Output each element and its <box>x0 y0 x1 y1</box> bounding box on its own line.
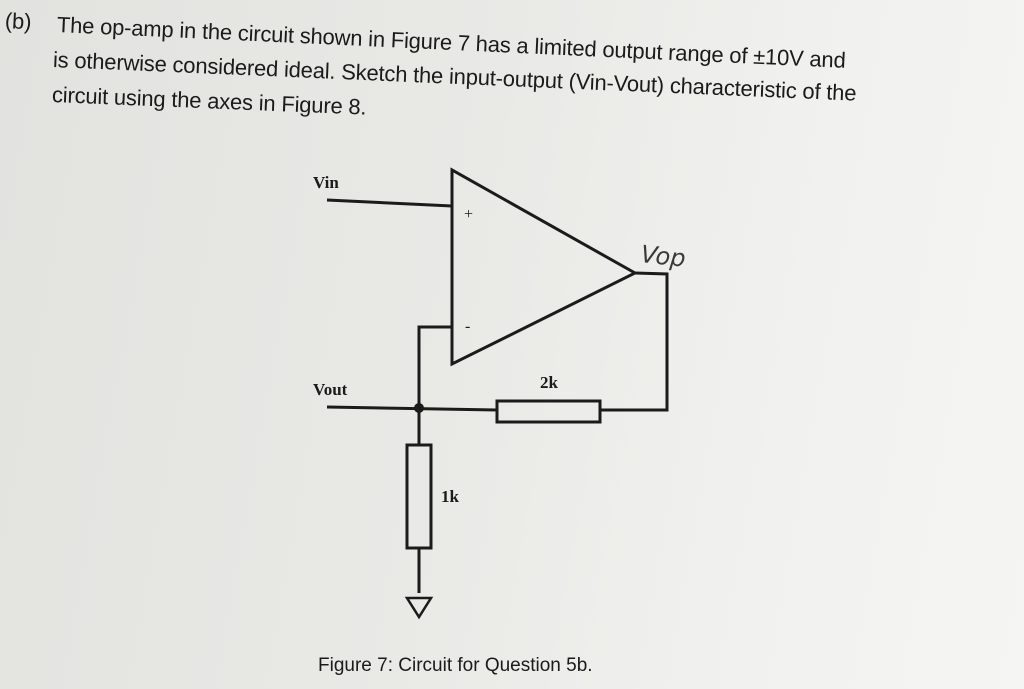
resistor-1k-label: 1k <box>441 487 460 506</box>
ground-icon <box>404 596 434 620</box>
op-amp-triangle <box>450 167 639 367</box>
resistor-2k-label: 2k <box>540 373 559 392</box>
handwritten-vop-label: Vop <box>639 240 687 273</box>
vin-label: Vin <box>313 173 339 192</box>
vin-wire <box>326 198 453 208</box>
inverting-input-wire <box>417 325 452 445</box>
figure-caption: Figure 7: Circuit for Question 5b. <box>318 655 593 676</box>
minus-label: - <box>465 318 470 335</box>
vout-label: Vout <box>313 380 348 399</box>
output-feedback-wire <box>600 271 669 412</box>
vout-wire <box>326 405 498 412</box>
resistor-2k <box>495 399 602 424</box>
junction-node <box>414 403 424 413</box>
plus-label: + <box>464 206 473 223</box>
resistor-1k <box>405 443 433 550</box>
